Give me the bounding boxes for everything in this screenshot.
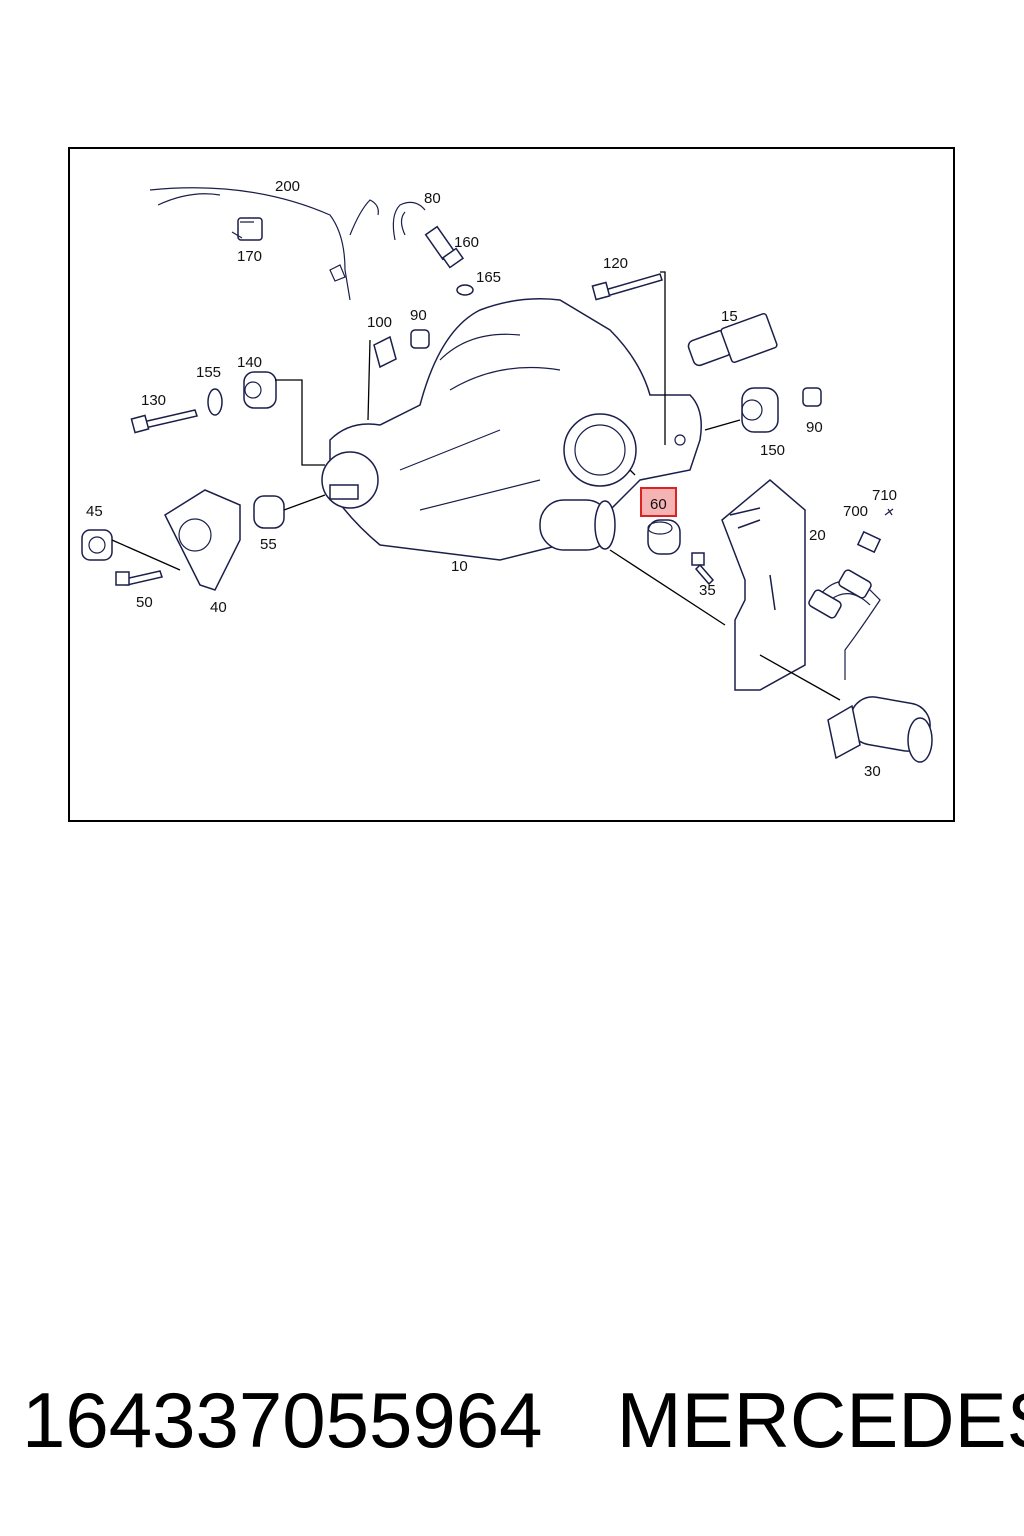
part-60-bushing [647, 519, 681, 555]
callout-15: 15 [721, 308, 738, 325]
callout-30: 30 [864, 763, 881, 780]
part-90-nut-top [410, 329, 430, 349]
callout-200: 200 [275, 178, 300, 195]
part-45-nut [81, 529, 113, 561]
callout-90-right: 90 [806, 419, 823, 436]
callout-50: 50 [136, 594, 153, 611]
part-80-hose [392, 201, 426, 241]
diagram-frame [68, 147, 955, 822]
part-130-bolt [130, 409, 198, 434]
callout-35: 35 [699, 582, 716, 599]
callout-45: 45 [86, 503, 103, 520]
leader-lines [111, 271, 841, 701]
part-140-bushing [243, 371, 277, 409]
part-motor-on-housing [539, 499, 616, 551]
callout-55: 55 [260, 536, 277, 553]
part-35-bolt [691, 552, 715, 586]
callout-60: 60 [650, 496, 667, 513]
part-700-connector [856, 530, 882, 554]
part-160-sensor [424, 225, 465, 269]
callout-120: 120 [603, 255, 628, 272]
part-170-clip [231, 217, 263, 241]
part-55-bushing [253, 495, 285, 529]
part-120-bolt [591, 273, 663, 301]
callout-710: 710 [872, 487, 897, 504]
callout-80: 80 [424, 190, 441, 207]
part-150-bushing [741, 387, 779, 433]
callout-130: 130 [141, 392, 166, 409]
callout-140: 140 [237, 354, 262, 371]
caption: 164337055964 MERCEDES [22, 1375, 1024, 1465]
callout-160: 160 [454, 234, 479, 251]
brand-name: MERCEDES [616, 1375, 1024, 1464]
callout-155: 155 [196, 364, 221, 381]
part-155-washer [207, 388, 223, 416]
callout-20: 20 [809, 527, 826, 544]
part-10-differential-housing [321, 298, 702, 561]
exploded-parts-diagram: 200 80 160 165 170 120 15 100 90 140 155… [81, 178, 933, 780]
callout-700: 700 [843, 503, 868, 520]
part-40-flange [164, 489, 241, 591]
part-165-seal [456, 284, 474, 296]
part-100-washer [373, 335, 397, 369]
callout-150: 150 [760, 442, 785, 459]
part-710-clip [884, 508, 894, 516]
callout-90-top: 90 [410, 307, 427, 324]
part-90-nut-right [802, 387, 822, 407]
callout-170: 170 [237, 248, 262, 265]
part-30-pump-motor [808, 569, 933, 763]
highlight-box-60 [640, 487, 677, 517]
callouts: 200 80 160 165 170 120 15 100 90 140 155… [86, 178, 897, 780]
part-20-bracket [721, 479, 806, 691]
callout-165: 165 [476, 269, 501, 286]
part-15-pin [687, 312, 778, 367]
part-50-bolt [115, 570, 163, 586]
callout-100: 100 [367, 314, 392, 331]
part-200-harness [149, 187, 379, 301]
callout-10: 10 [451, 558, 468, 575]
part-number: 164337055964 [22, 1375, 543, 1464]
callout-40: 40 [210, 599, 227, 616]
